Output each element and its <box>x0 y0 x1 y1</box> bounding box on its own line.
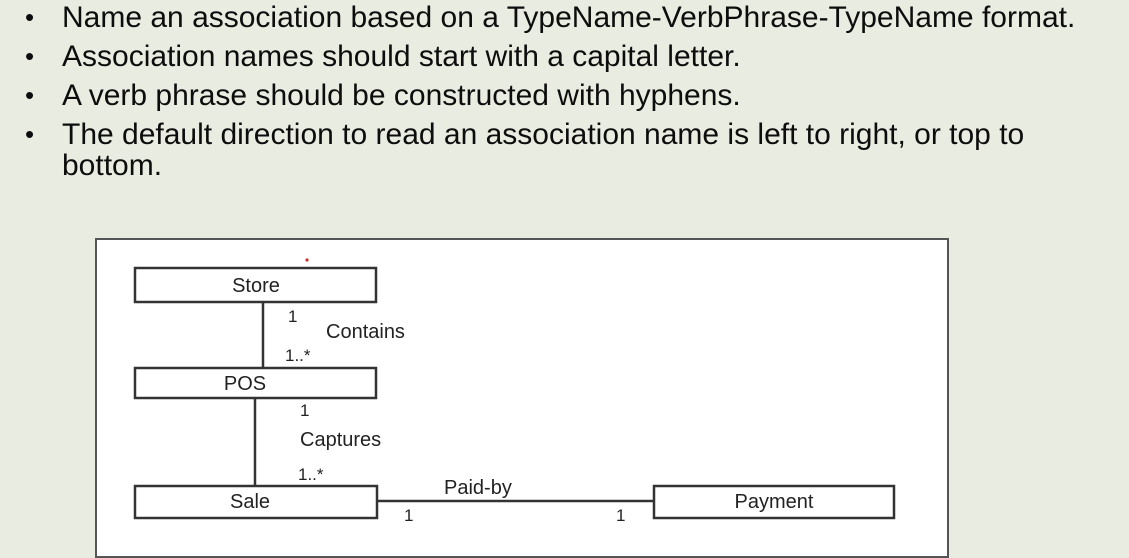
bullet-text: Association names should start with a ca… <box>62 40 741 73</box>
bullet-dot-icon: • <box>25 80 35 110</box>
multiplicity-sale-paid-by: 1 <box>404 506 413 525</box>
bullet-text: Name an association based on a TypeName-… <box>62 1 1076 34</box>
bullet-dot-icon: • <box>25 2 35 32</box>
multiplicity-payment-paid-by: 1 <box>616 506 625 525</box>
class-label-store: Store <box>232 275 280 297</box>
class-label-pos: POS <box>224 373 266 395</box>
class-box-pos: POS <box>133 366 378 400</box>
class-box-sale: Sale <box>133 484 379 520</box>
bullet-dot-icon: • <box>25 41 35 71</box>
bullet-item: • The default direction to read an assoc… <box>22 119 1122 181</box>
multiplicity-pos-contains: 1..* <box>285 346 311 365</box>
class-box-store: Store <box>133 266 378 304</box>
bullet-item: • Name an association based on a TypeNam… <box>22 2 1122 33</box>
association-name-contains: Contains <box>326 321 405 343</box>
association-name-captures: Captures <box>300 429 381 451</box>
class-box-payment: Payment <box>652 484 896 520</box>
bullet-list: • Name an association based on a TypeNam… <box>22 2 1122 189</box>
stray-mark <box>305 258 309 262</box>
bullet-item: • A verb phrase should be constructed wi… <box>22 80 1122 111</box>
bullet-item: • Association names should start with a … <box>22 41 1122 72</box>
multiplicity-pos-captures: 1 <box>300 401 309 420</box>
multiplicity-store-contains: 1 <box>288 307 297 326</box>
bullet-dot-icon: • <box>25 119 35 149</box>
uml-class-diagram: Store POS Sale Payment 1 Contains 1..* 1… <box>133 258 896 525</box>
class-label-payment: Payment <box>735 491 814 513</box>
association-name-paid-by: Paid-by <box>444 477 512 499</box>
bullet-text: A verb phrase should be constructed with… <box>62 79 741 112</box>
bullet-text: The default direction to read an associa… <box>62 118 1025 182</box>
class-label-sale: Sale <box>230 491 270 513</box>
multiplicity-sale-captures: 1..* <box>298 465 324 484</box>
